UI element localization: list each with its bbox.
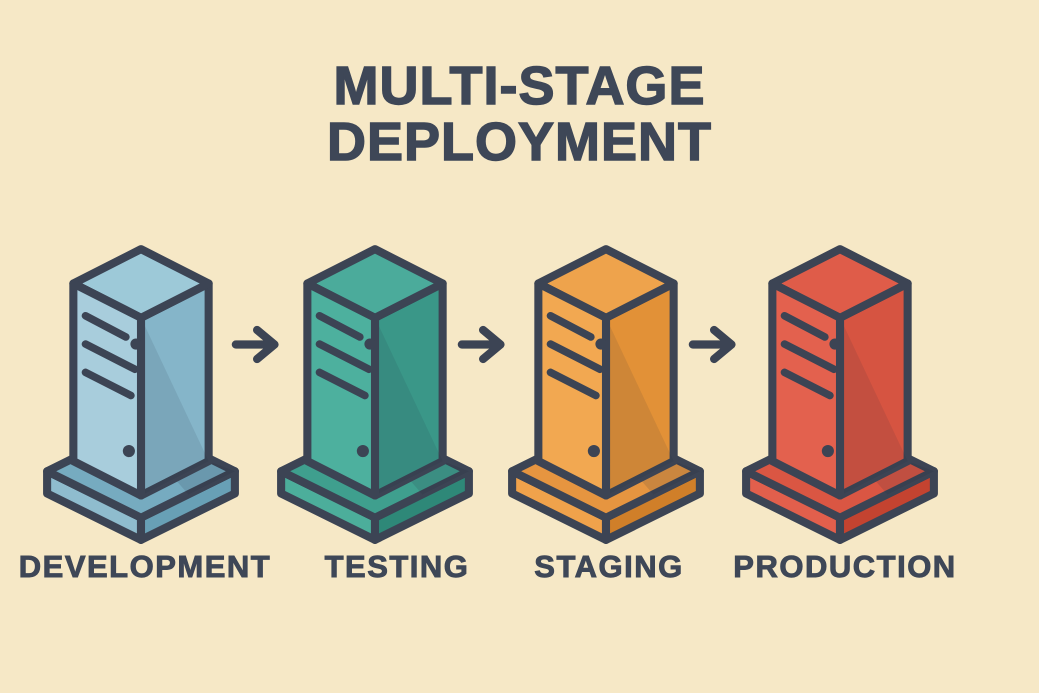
- stage-staging: STAGING: [500, 237, 712, 597]
- server-icon: [500, 237, 712, 546]
- stage-label-development: DEVELOPMENT: [18, 549, 272, 585]
- stage-production: PRODUCTION: [733, 237, 956, 597]
- stage-testing: TESTING: [269, 237, 481, 597]
- title-line-1: MULTI-STAGE: [333, 56, 706, 116]
- server-icon: [269, 237, 481, 546]
- stage-label-testing: TESTING: [324, 549, 470, 585]
- server-icon: [734, 237, 946, 546]
- diagram-title: MULTI-STAGE DEPLOYMENT: [0, 56, 1039, 172]
- stage-label-production: PRODUCTION: [733, 549, 957, 585]
- title-line-2: DEPLOYMENT: [326, 112, 713, 172]
- stage-development: DEVELOPMENT: [18, 237, 270, 597]
- server-icon: [35, 237, 247, 546]
- stage-label-staging: STAGING: [534, 549, 684, 585]
